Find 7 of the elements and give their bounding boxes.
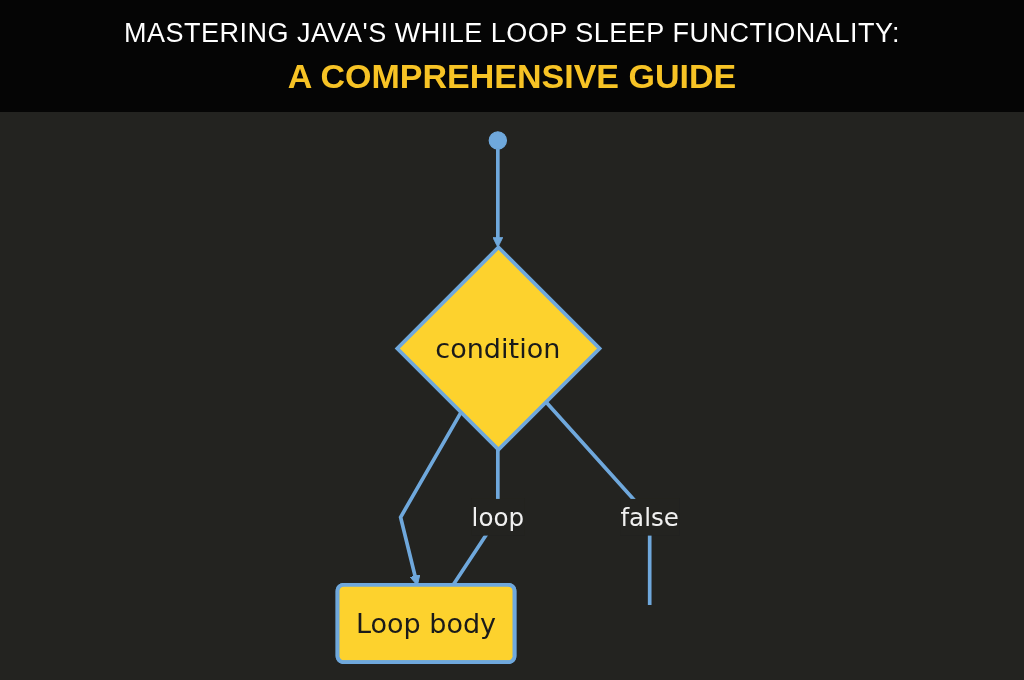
subtitle-text: A COMPREHENSIVE GUIDE [287,57,737,96]
arrow [492,149,504,248]
node-diamond: condition [394,244,603,453]
edge-label: false [620,502,679,532]
title-text: MASTERING JAVA'S WHILE LOOP SLEEP FUNCTIONALITY: [124,18,900,49]
node-circle [488,131,508,150]
edge-label: loop [471,502,525,532]
